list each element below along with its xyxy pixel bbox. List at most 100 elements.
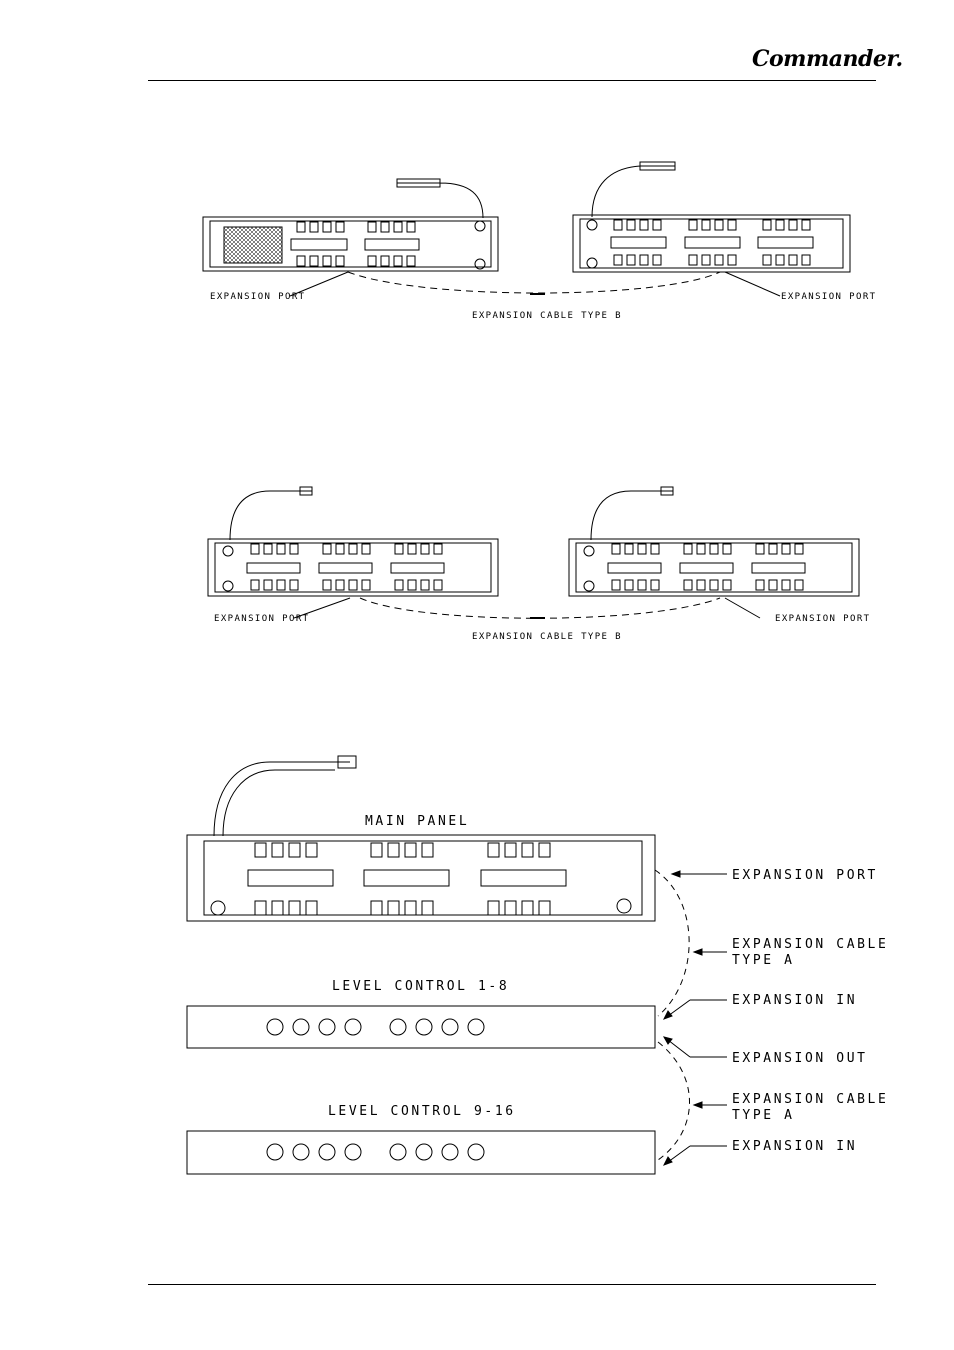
expansion-port-label-right: EXPANSION PORT	[781, 292, 876, 302]
panel-key	[697, 580, 705, 590]
expansion-port-label-left: EXPANSION PORT	[214, 614, 309, 624]
level-knob	[390, 1144, 406, 1160]
panel-key	[710, 580, 718, 590]
panel-key	[697, 544, 705, 554]
panel-key	[625, 580, 633, 590]
panel-key	[625, 544, 633, 554]
panel-key	[789, 255, 797, 265]
panel-key	[434, 580, 442, 590]
panel-key	[422, 901, 433, 915]
panel-key	[277, 544, 285, 554]
panel-key	[802, 220, 810, 230]
panel-key	[306, 901, 317, 915]
expansion-cable-label: EXPANSION CABLE	[732, 1092, 888, 1107]
expansion-cable-label: EXPANSION CABLE TYPE B	[472, 632, 622, 642]
expansion-cable-type-a	[658, 1042, 690, 1160]
figure-2	[208, 487, 859, 618]
panel-key	[408, 580, 416, 590]
panel-unit-right	[569, 539, 859, 596]
main-panel-unit	[187, 835, 655, 921]
panel-key	[362, 580, 370, 590]
level-control-1-title: LEVEL CONTROL 1-8	[332, 979, 509, 994]
panel-key	[395, 580, 403, 590]
panel-key	[612, 580, 620, 590]
panel-key	[336, 580, 344, 590]
panel-key	[653, 220, 661, 230]
panel-key	[336, 544, 344, 554]
level-knob	[468, 1144, 484, 1160]
gooseneck-mic	[592, 162, 675, 217]
panel-key	[272, 901, 283, 915]
panel-key	[488, 901, 499, 915]
panel-key	[289, 901, 300, 915]
panel-key	[394, 222, 402, 232]
panel-key	[728, 255, 736, 265]
level-knob	[319, 1019, 335, 1035]
expansion-cable-type-label: TYPE A	[732, 953, 795, 968]
panel-key	[323, 580, 331, 590]
panel-key	[614, 220, 622, 230]
panel-key	[763, 220, 771, 230]
panel-key	[653, 255, 661, 265]
gooseneck-mic	[214, 756, 356, 836]
panel-key	[323, 222, 331, 232]
panel-key	[323, 256, 331, 266]
expansion-cable-label: EXPANSION CABLE	[732, 937, 888, 952]
panel-key	[407, 256, 415, 266]
panel-key	[368, 256, 376, 266]
panel-key	[434, 544, 442, 554]
panel-key	[251, 544, 259, 554]
expansion-cable-type-label: TYPE A	[732, 1108, 795, 1123]
panel-key	[381, 256, 389, 266]
panel-key	[297, 256, 305, 266]
panel-unit-left	[208, 539, 498, 596]
panel-key	[702, 255, 710, 265]
panel-key	[323, 544, 331, 554]
panel-key	[684, 580, 692, 590]
panel-key	[297, 222, 305, 232]
panel-key	[795, 544, 803, 554]
panel-key	[627, 220, 635, 230]
level-control-2-title: LEVEL CONTROL 9-16	[328, 1104, 516, 1119]
panel-key	[251, 580, 259, 590]
level-knob	[267, 1144, 283, 1160]
panel-key	[769, 580, 777, 590]
level-knob	[442, 1144, 458, 1160]
panel-key	[407, 222, 415, 232]
panel-key	[310, 256, 318, 266]
panel-key	[290, 544, 298, 554]
panel-key	[422, 843, 433, 857]
panel-key	[381, 222, 389, 232]
level-knob	[345, 1019, 361, 1035]
panel-key	[710, 544, 718, 554]
panel-key	[336, 256, 344, 266]
panel-key	[405, 901, 416, 915]
panel-key	[715, 220, 723, 230]
expansion-cable-label: EXPANSION CABLE TYPE B	[472, 311, 622, 321]
panel-key	[756, 544, 764, 554]
panel-key	[505, 843, 516, 857]
figure-1	[203, 162, 850, 296]
panel-key	[539, 843, 550, 857]
panel-key	[640, 255, 648, 265]
panel-key	[684, 544, 692, 554]
panel-key	[277, 580, 285, 590]
panel-key	[306, 843, 317, 857]
panel-key	[421, 580, 429, 590]
panel-key	[763, 255, 771, 265]
level-knob	[468, 1019, 484, 1035]
gooseneck-mic	[397, 179, 483, 218]
panel-key	[255, 843, 266, 857]
panel-key	[723, 580, 731, 590]
panel-key	[802, 255, 810, 265]
panel-key	[349, 544, 357, 554]
panel-key	[362, 544, 370, 554]
panel-key	[255, 901, 266, 915]
gooseneck-mic	[591, 487, 673, 540]
gooseneck-mic	[223, 770, 335, 836]
panel-key	[336, 222, 344, 232]
panel-key	[349, 580, 357, 590]
panel-key	[522, 843, 533, 857]
level-knob	[390, 1019, 406, 1035]
